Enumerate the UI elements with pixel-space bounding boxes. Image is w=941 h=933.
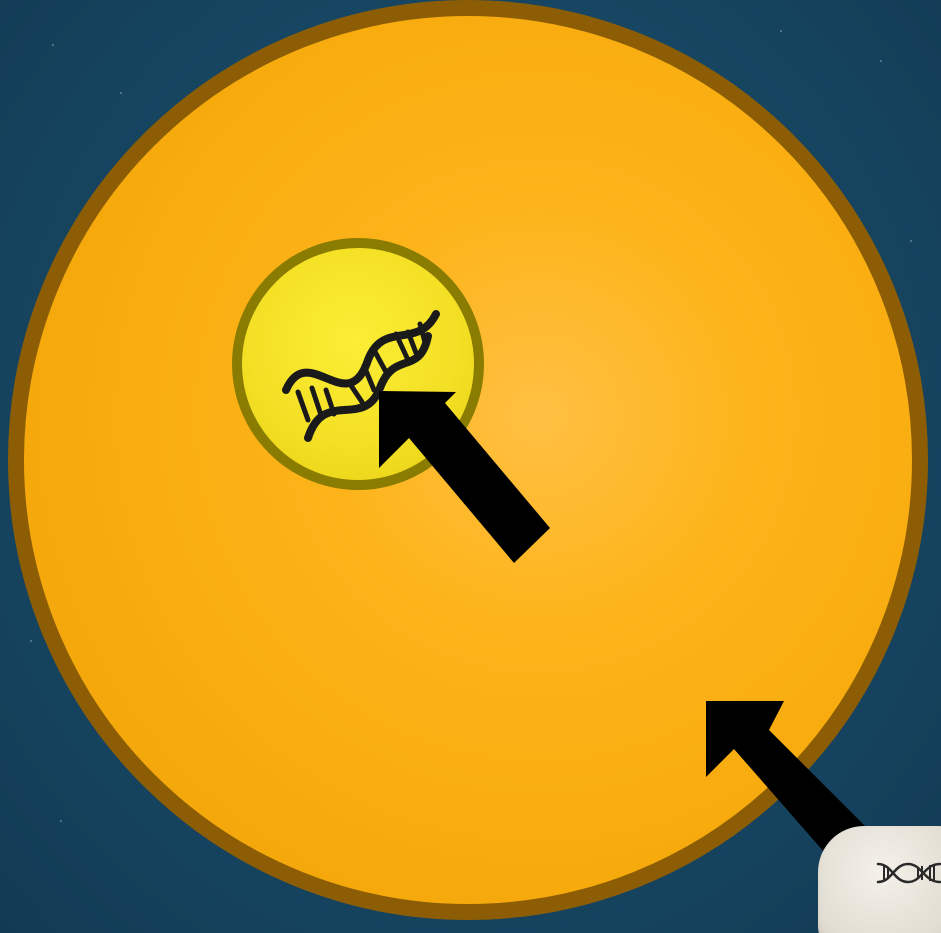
dna-helix-icon xyxy=(874,850,941,894)
sheep-image xyxy=(818,818,941,933)
